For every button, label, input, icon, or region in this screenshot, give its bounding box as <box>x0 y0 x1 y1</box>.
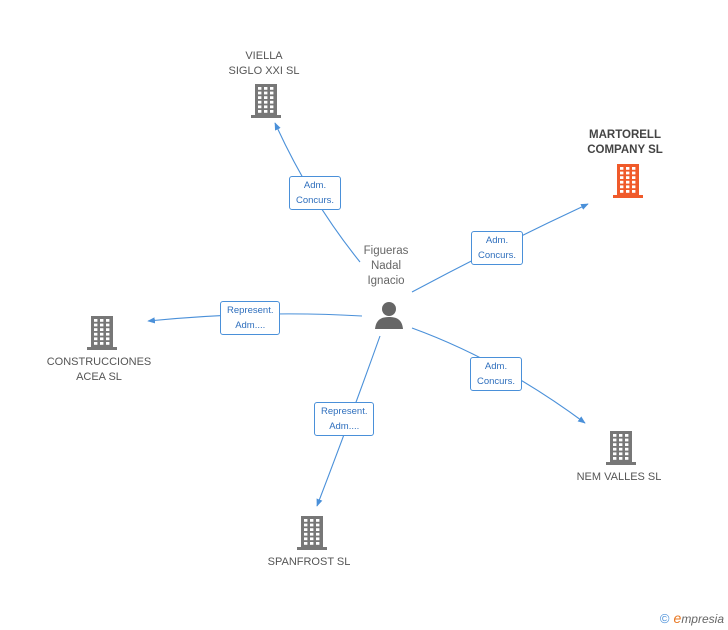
person-name-line: Nadal <box>370 260 402 272</box>
company-name-line: NEM VALLES SL <box>576 471 662 483</box>
edge-label-line: Represent. <box>321 406 368 417</box>
building-icon[interactable] <box>613 164 643 198</box>
edge-label-martorell[interactable]: Adm. Concurs. <box>471 231 524 265</box>
edge-label-line: Adm.... <box>329 421 360 432</box>
company-name-line: CONSTRUCCIONES <box>46 356 152 368</box>
edge-label-line: Adm. <box>484 361 508 372</box>
edge-label-viella[interactable]: Adm. Concurs. <box>289 176 342 210</box>
building-icon[interactable] <box>251 84 281 118</box>
company-name-line: MARTORELL <box>589 129 661 141</box>
brand-footer[interactable]: © empresia <box>660 610 724 626</box>
company-label-spanfrost[interactable]: SPANFROST SL <box>254 555 364 570</box>
edge-label-line: Concurs. <box>478 250 517 261</box>
copyright-icon: © <box>659 610 670 626</box>
person-icon[interactable] <box>374 300 404 330</box>
brand-name: mpresia <box>681 612 724 626</box>
brand-logo: empresia <box>674 610 724 626</box>
company-name-line: SIGLO XXI SL <box>228 65 300 77</box>
company-name-line: SPANFROST SL <box>267 556 351 568</box>
edge-label-spanfrost[interactable]: Represent. Adm.... <box>314 402 375 436</box>
building-icon[interactable] <box>297 516 327 550</box>
company-name-line: COMPANY SL <box>587 144 663 156</box>
person-name-line: Ignacio <box>367 275 405 287</box>
edge-label-line: Adm. <box>303 180 327 191</box>
edge-label-line: Adm.... <box>235 320 266 331</box>
company-label-viella[interactable]: VIELLA SIGLO XXI SL <box>214 49 314 79</box>
edge-label-line: Represent. <box>227 305 274 316</box>
edge-label-construcciones[interactable]: Represent. Adm.... <box>220 301 281 335</box>
person-name-label[interactable]: Figueras Nadal Ignacio <box>355 244 417 289</box>
edge-label-nem[interactable]: Adm. Concurs. <box>470 357 523 391</box>
company-name-line: VIELLA <box>245 50 283 62</box>
building-icon[interactable] <box>606 431 636 465</box>
brand-initial: e <box>673 610 682 626</box>
company-label-martorell[interactable]: MARTORELL COMPANY SL <box>570 128 680 158</box>
edge-label-line: Concurs. <box>477 376 516 387</box>
company-label-nem[interactable]: NEM VALLES SL <box>564 470 674 485</box>
edge-label-line: Adm. <box>485 235 509 246</box>
company-name-line: ACEA SL <box>76 371 122 383</box>
company-label-construcciones[interactable]: CONSTRUCCIONES ACEA SL <box>44 355 154 385</box>
building-icon[interactable] <box>87 316 117 350</box>
person-name-line: Figueras <box>363 245 409 257</box>
edge-label-line: Concurs. <box>296 195 335 206</box>
